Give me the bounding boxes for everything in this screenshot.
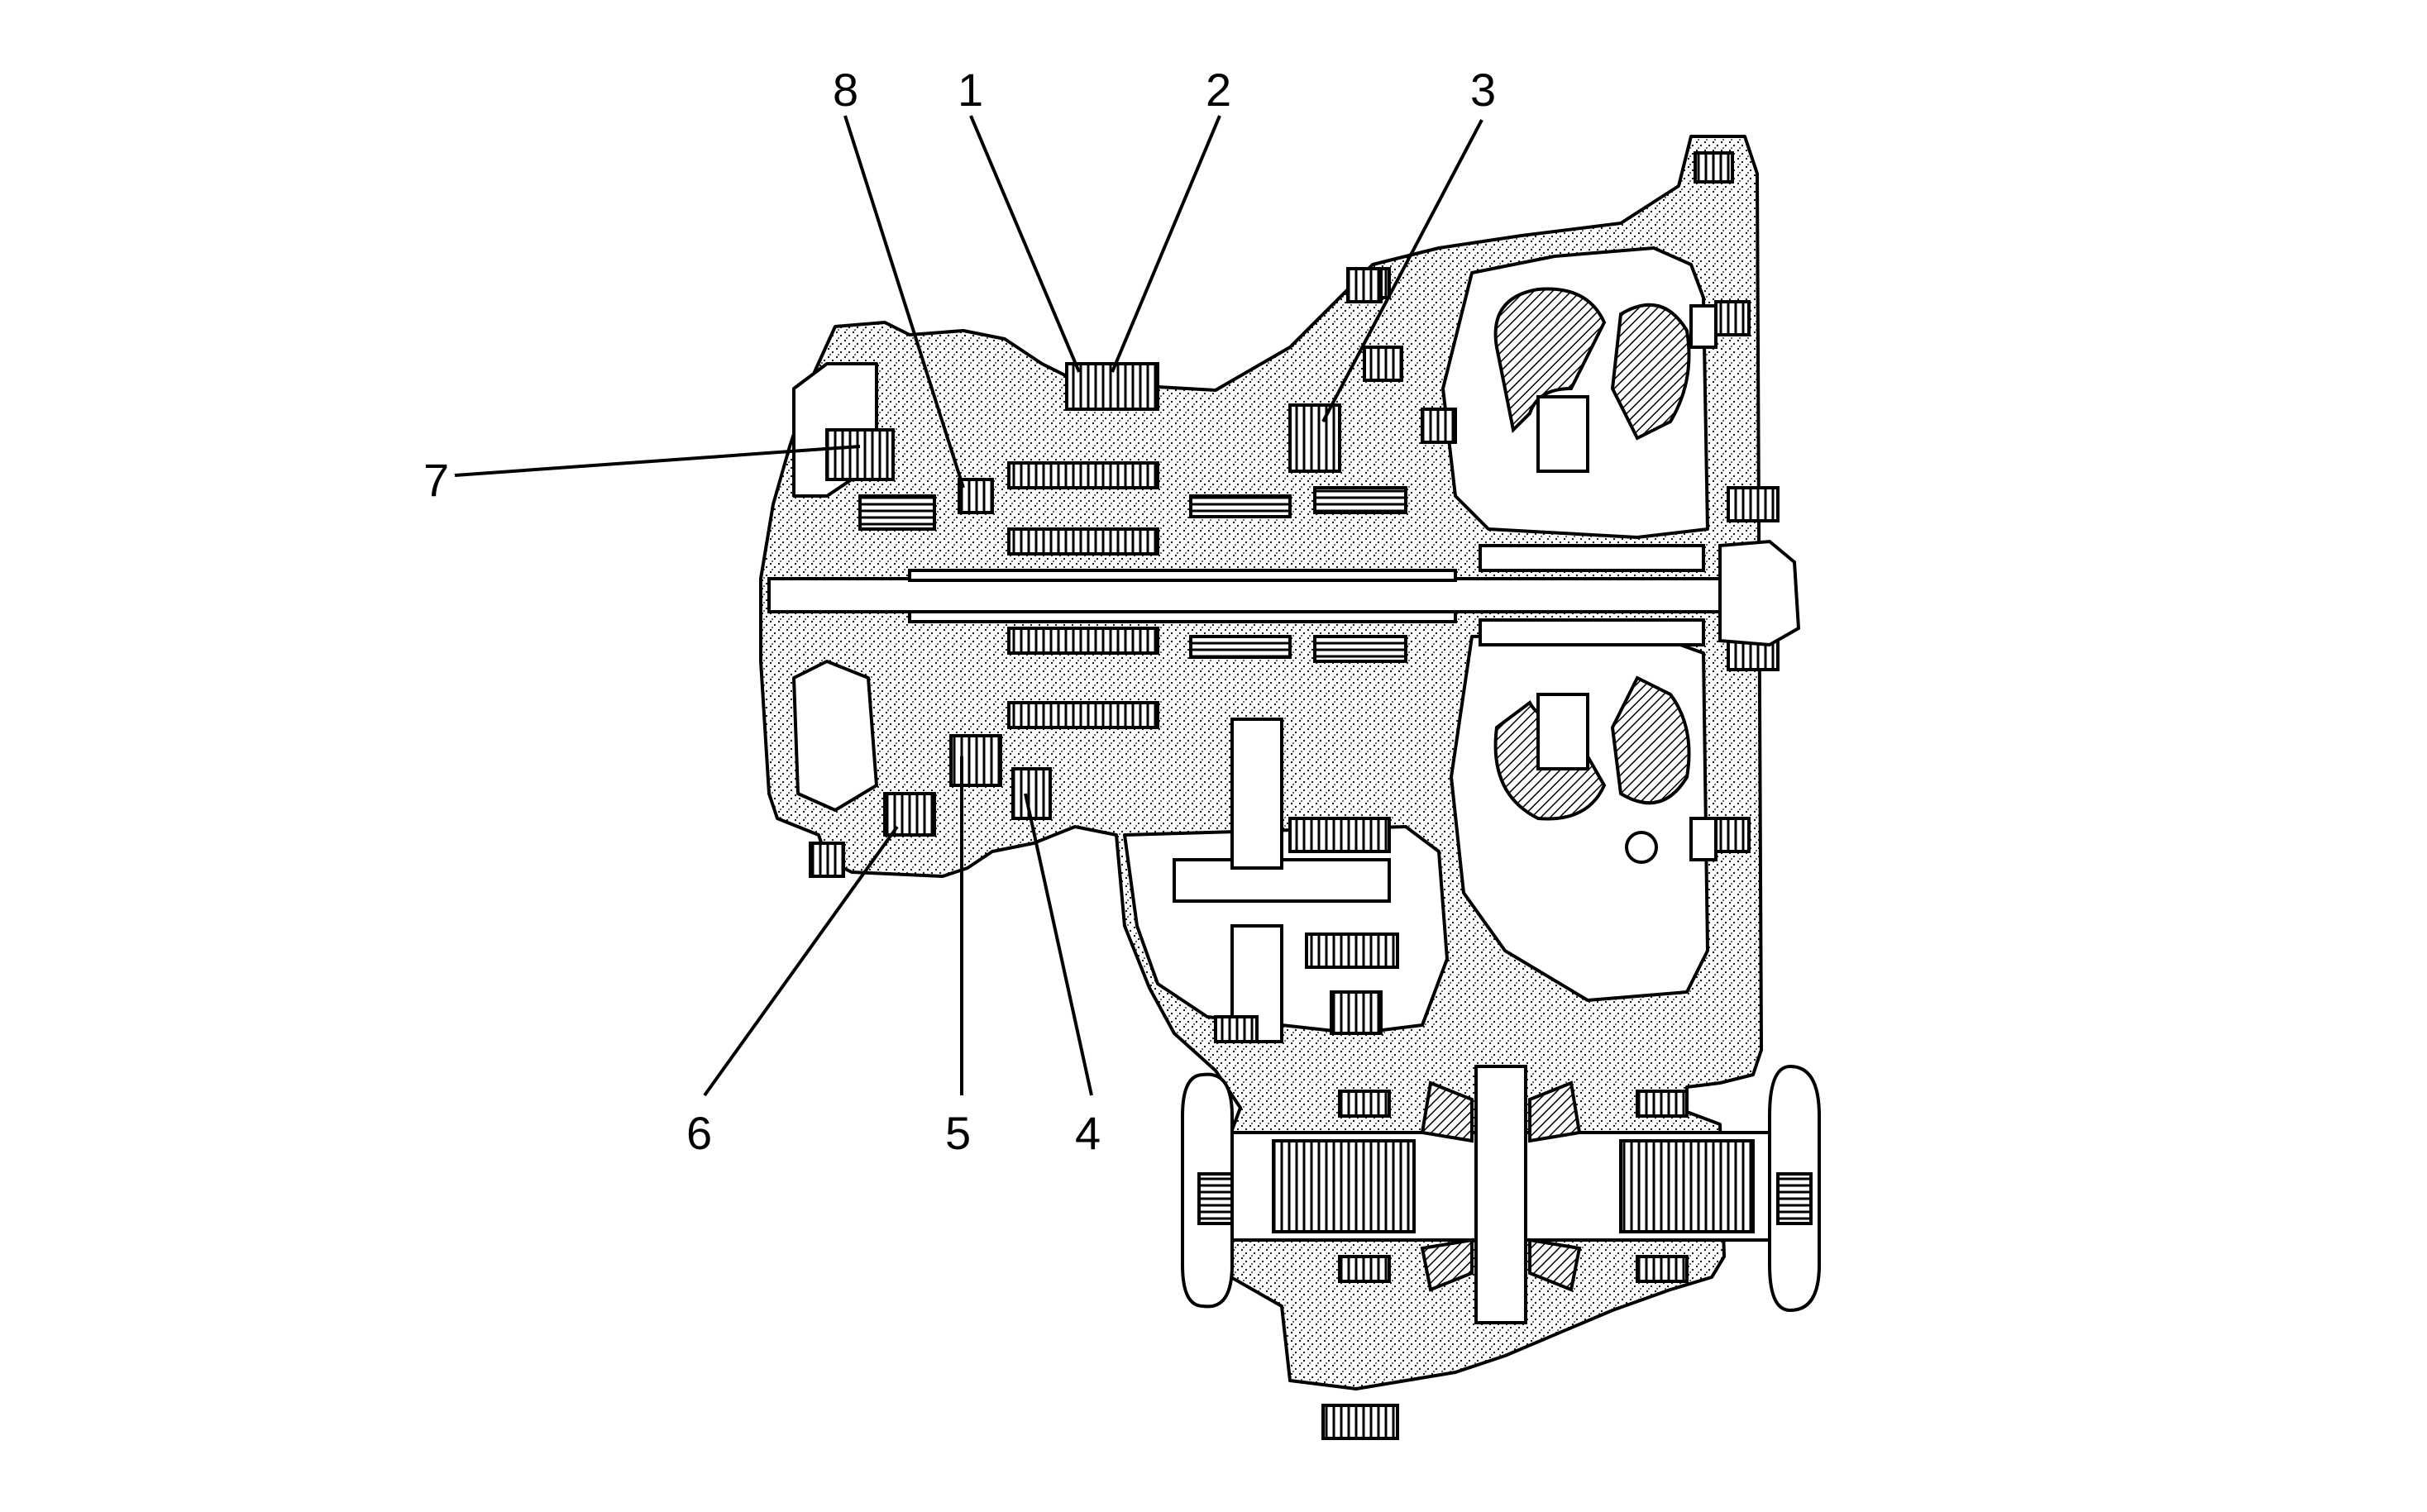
callout-label-6: 6	[686, 1107, 712, 1159]
callout-label-3: 3	[1470, 64, 1496, 116]
callout-label-5: 5	[945, 1107, 971, 1159]
transfer-gears	[1173, 718, 1399, 1043]
callout-label-2: 2	[1206, 64, 1231, 116]
callout-labels: 8 1 2 3 7 6 5 4	[423, 64, 1496, 1159]
torque-converter	[1493, 287, 1780, 864]
differential-assembly	[1181, 1064, 1821, 1440]
main-shaft	[767, 539, 1801, 647]
callout-label-8: 8	[833, 64, 858, 116]
leader-line-1	[969, 115, 1081, 373]
callout-label-1: 1	[958, 64, 983, 116]
leader-line-6	[703, 825, 899, 1097]
callout-label-4: 4	[1075, 1107, 1101, 1159]
leader-line-2	[1111, 115, 1221, 373]
leader-line-7	[454, 445, 861, 477]
clutch-packs	[825, 267, 1457, 837]
leader-line-3	[1321, 119, 1483, 422]
callout-label-7: 7	[423, 454, 449, 506]
housing-bolts	[809, 151, 1751, 878]
leader-line-4	[1024, 793, 1093, 1096]
leader-line-8	[843, 115, 965, 489]
callout-leaders	[454, 115, 1483, 1097]
